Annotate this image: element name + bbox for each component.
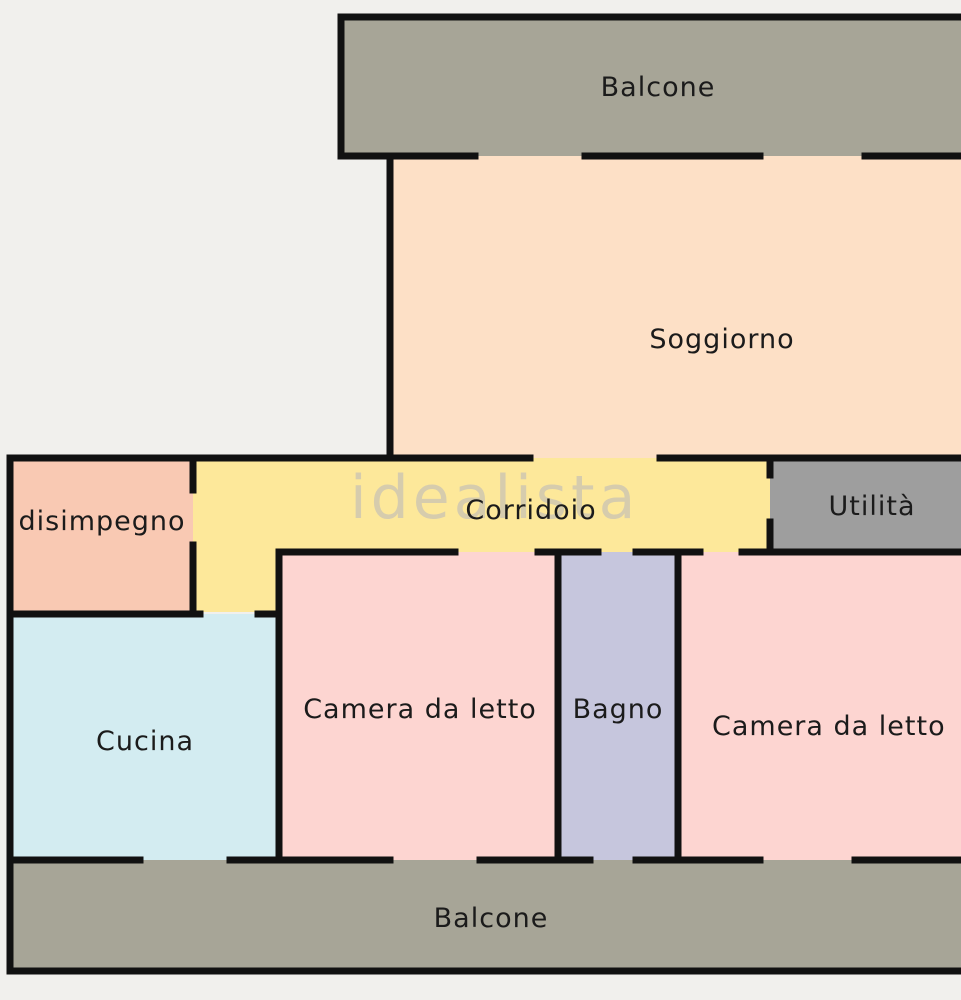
camera-2-area: [678, 552, 961, 860]
soggiorno-area: [390, 156, 961, 458]
label-bagno: Bagno: [573, 694, 664, 725]
bagno-area: [558, 552, 678, 860]
label-camera-1: Camera da letto: [303, 694, 537, 725]
label-utilita: Utilità: [829, 491, 916, 522]
label-cucina: Cucina: [96, 726, 194, 757]
label-corridoio: Corridoio: [465, 495, 596, 526]
balcone-bottom-area: [10, 860, 961, 971]
camera-1-area: [279, 552, 558, 860]
label-disimpegno: disimpegno: [18, 506, 185, 537]
utilita-area: [770, 458, 961, 552]
disimpegno-area: [10, 458, 193, 614]
corridoio-area: [193, 458, 770, 612]
label-balcone-bottom: Balcone: [434, 903, 549, 934]
label-camera-2: Camera da letto: [712, 711, 946, 742]
cucina-area: [10, 614, 279, 860]
label-balcone-top: Balcone: [601, 72, 716, 103]
watermark: idealista: [350, 463, 639, 533]
balcone-top-area: [341, 17, 961, 156]
label-soggiorno: Soggiorno: [649, 324, 794, 355]
walls: [6, 13, 961, 975]
